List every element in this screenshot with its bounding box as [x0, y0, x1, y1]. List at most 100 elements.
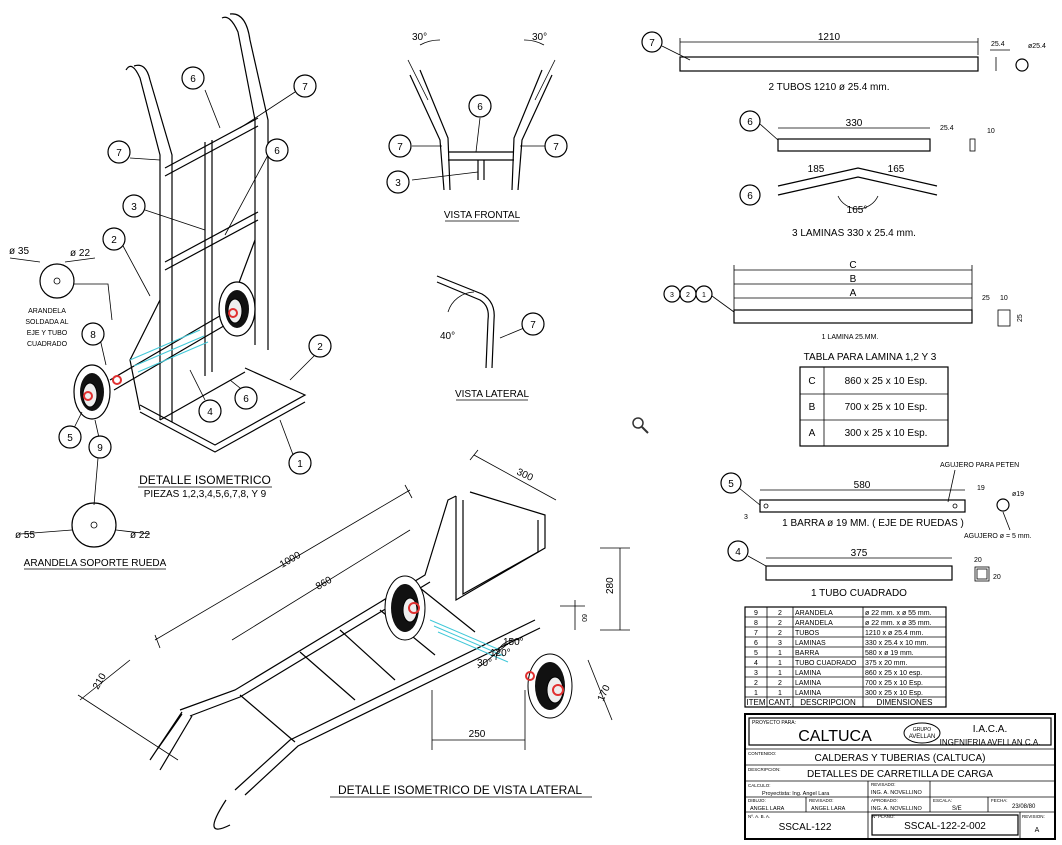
bom-cell: LAMINA [795, 670, 821, 677]
lamina-row-c-value: 860 x 25 x 10 Esp. [845, 376, 928, 387]
p6-left: 185 [808, 164, 825, 175]
dim-d35: ø 35 [9, 246, 29, 257]
dim-a30r: 30° [532, 32, 547, 43]
svg-text:2: 2 [317, 342, 323, 353]
p6-right: 165 [888, 164, 905, 175]
iso-lateral: 1000 860 210 300 280 60 150° 120° 30° 25… [77, 449, 630, 830]
p321-c: C [849, 260, 856, 271]
bom-cell: 2 [778, 630, 782, 637]
p5-dia: ø19 [1012, 491, 1024, 498]
bom-cell: ARANDELA [795, 610, 833, 617]
tb-calc-label: CALCULO: [748, 783, 771, 788]
part-7-detail: 7 1210 25.4 ø25.4 2 TUBOS 1210 ø 25.4 mm… [641, 31, 1046, 93]
dim-d22b: ø 22 [130, 530, 150, 541]
tb-dibujo-label: DIBUJO: [748, 798, 766, 803]
lamina-row-b-value: 700 x 25 x 10 Esp. [845, 402, 928, 413]
tb-reviso-label: REVISADO: [809, 798, 834, 803]
arandela-soldada-l1: ARANDELA [28, 308, 66, 315]
bom-cell: LAMINA [795, 680, 821, 687]
p6-d: 25.4 [940, 125, 954, 132]
label-detalle-iso-lateral: DETALLE ISOMETRICO DE VISTA LATERAL [338, 783, 582, 797]
p321-w: 25 [982, 295, 990, 302]
label-detalle-iso: DETALLE ISOMETRICO [139, 473, 271, 487]
p5-hole: AGUJERO ø = 5 mm. [964, 533, 1032, 540]
tb-project-label: PROYECTO PARA: [752, 720, 796, 726]
bom-header: CANT. [768, 698, 791, 707]
p321-a: A [850, 288, 857, 299]
tb-fecha: 23/08/80 [1012, 804, 1036, 810]
lamina-row-c-id: C [808, 376, 815, 387]
bom-cell: TUBOS [795, 630, 819, 637]
bom-cell: 1 [778, 650, 782, 657]
svg-text:9: 9 [97, 443, 103, 454]
tb-escala-label: ESCALA: [933, 798, 952, 803]
svg-text:6: 6 [190, 74, 196, 85]
tb-plano-label: Nº PLANO: [872, 814, 895, 819]
bom-header: DIMENSIONES [876, 698, 932, 707]
svg-text:7: 7 [649, 38, 655, 49]
label-piezas: PIEZAS 1,2,3,4,5,6,7,8, Y 9 [144, 489, 267, 500]
p5-hole-note: AGUJERO PARA PETEN [940, 462, 1019, 469]
dim-l280: 280 [605, 577, 616, 594]
bom-cell: 1 [778, 660, 782, 667]
dim-l300: 300 [515, 467, 535, 484]
label-vista-lateral: VISTA LATERAL [455, 389, 530, 400]
p6-caption: 3 LAMINAS 330 x 25.4 mm. [792, 228, 916, 239]
washer-9-detail: ø 55 ø 22 ARANDELA SOPORTE RUEDA [15, 457, 167, 570]
p321-t: 10 [1000, 295, 1008, 302]
vista-lateral: 40° 7 VISTA LATERAL [436, 275, 545, 401]
svg-text:6: 6 [477, 102, 483, 113]
bom-header: ITEM [746, 698, 765, 707]
tb-plano: SSCAL-122-2-002 [904, 821, 986, 832]
svg-text:4: 4 [207, 407, 213, 418]
p321-b: B [850, 274, 857, 285]
p5-off: 3 [744, 514, 748, 521]
p6-t: 10 [987, 128, 995, 135]
title-block: PROYECTO PARA: CALTUCA GRUPO AVELLAN I.A… [744, 713, 1056, 840]
p6-len: 330 [846, 118, 863, 129]
tb-escala: S/E [952, 806, 962, 812]
svg-text:1: 1 [702, 292, 706, 299]
tb-desc: DETALLES DE CARRETILLA DE CARGA [807, 769, 993, 780]
svg-text:6: 6 [274, 146, 280, 157]
dim-d55: ø 55 [15, 530, 35, 541]
dim-a30c: 30° [477, 658, 492, 669]
arandela-soldada-l3: EJE Y TUBO [27, 330, 68, 337]
tb-num-label: Nº. A. B. A. [748, 814, 770, 819]
dim-a120: 120° [490, 648, 511, 659]
tb-fecha-label: FECHA: [991, 798, 1008, 803]
svg-text:5: 5 [67, 433, 73, 444]
svg-text:6: 6 [747, 191, 753, 202]
svg-text:7: 7 [553, 142, 559, 153]
bom-cell: 1210 x ø 25.4 mm. [865, 630, 923, 637]
arandela-soldada-l2: SOLDADA AL [25, 319, 68, 326]
tb-dibujo: ANGEL LARA [750, 806, 785, 812]
bom-cell: 2 [778, 610, 782, 617]
lamina-table: TABLA PARA LAMINA 1,2 Y 3 C 860 x 25 x 1… [799, 352, 949, 447]
bom-cell: 2 [754, 680, 758, 687]
bom-cell: LAMINA [795, 690, 821, 697]
bom-header: DESCRIPCION [800, 698, 856, 707]
vista-frontal: 30° 30° 7 3 6 7 VISTA FRONTAL [386, 32, 568, 222]
bom-cell: 1 [778, 690, 782, 697]
dim-l860: 860 [314, 575, 334, 593]
lamina-row-b-id: B [809, 402, 816, 413]
bom-cell: 1 [778, 670, 782, 677]
p7-dia: ø25.4 [1028, 43, 1046, 50]
bom-cell: ARANDELA [795, 620, 833, 627]
bom-cell: BARRA [795, 650, 819, 657]
tb-revision: A [1035, 827, 1040, 834]
bom-cell: 4 [754, 660, 758, 667]
iso-hand-truck [71, 13, 321, 461]
part-321-detail: 3 2 1 C B A 25 10 25 1 LAMINA 25.MM. [663, 260, 1024, 341]
bom-cell: 7 [754, 630, 758, 637]
label-arandela-soporte: ARANDELA SOPORTE RUEDA [24, 558, 167, 569]
svg-text:6: 6 [747, 117, 753, 128]
svg-text:7: 7 [530, 320, 536, 331]
p7-d: 25.4 [991, 41, 1005, 48]
p7-len: 1210 [818, 32, 841, 43]
tb-aprob-label: APROBADO: [871, 798, 898, 803]
bom-cell: 375 x 20 mm. [865, 660, 907, 667]
zoom-icon[interactable] [632, 417, 649, 434]
